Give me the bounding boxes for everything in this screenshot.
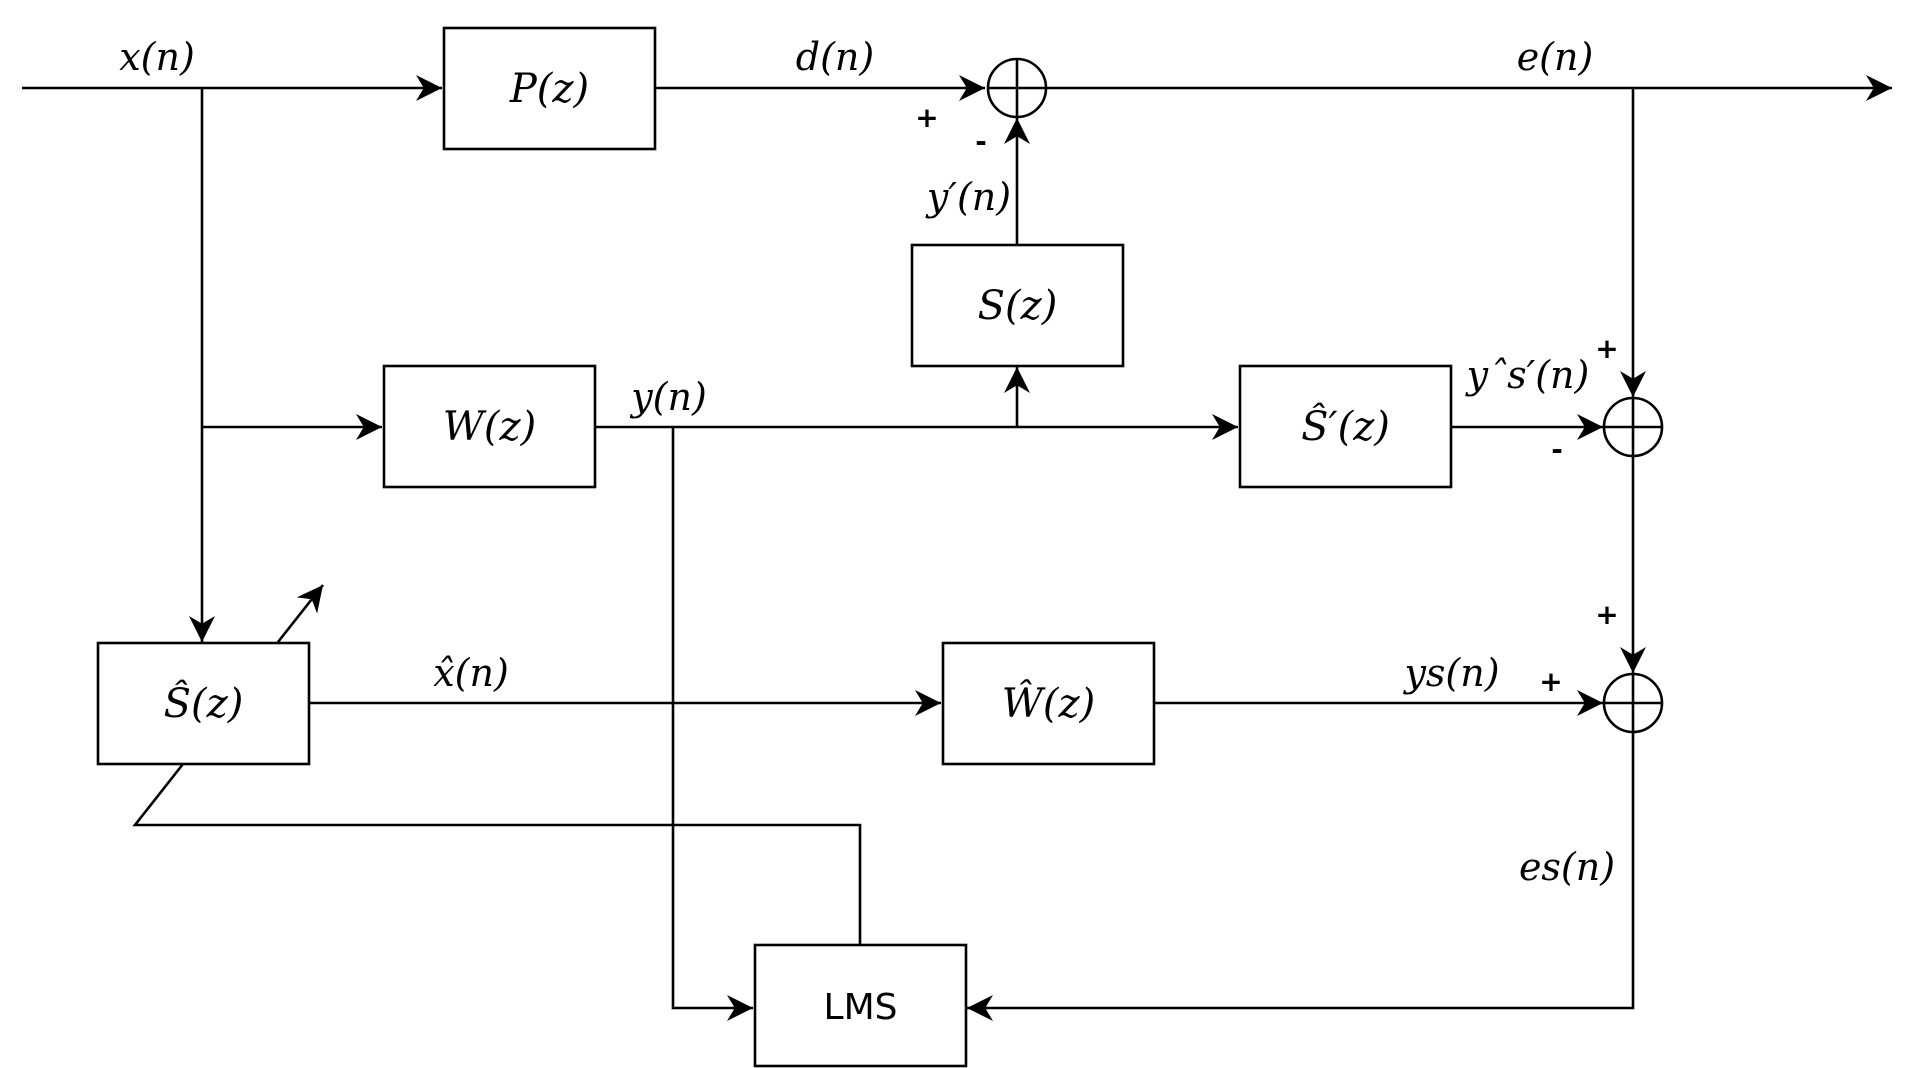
label-e-s: es(n) <box>1519 845 1615 889</box>
label-x-hat: x̂(n) <box>433 651 509 695</box>
summing-junction-1 <box>986 57 1048 119</box>
block-s-hat-prime-label: Ŝ′(z) <box>1301 403 1390 450</box>
sign-sum1-minus: - <box>975 125 987 158</box>
block-w-hat-rect <box>941 641 1156 766</box>
block-s-hat: Ŝ(z) <box>96 641 311 766</box>
block-lms-rect <box>753 943 968 1068</box>
block-w-rect <box>382 364 597 489</box>
wires <box>22 75 1892 1021</box>
block-s: S(z) <box>910 243 1125 368</box>
sign-sum1-plus: + <box>915 101 938 134</box>
sign-sum3-plus-top: + <box>1595 598 1618 631</box>
block-s-label: S(z) <box>978 283 1058 329</box>
wire-y-to-lms <box>671 427 753 1021</box>
label-y-s: ys(n) <box>1402 651 1499 695</box>
wire-lms-adapt <box>132 763 862 947</box>
label-y: y(n) <box>629 375 707 419</box>
summing-junction-3 <box>1602 672 1664 734</box>
block-lms: LMS <box>753 943 968 1068</box>
signal-labels: x(n) d(n) e(n) y′(n) y(n) yˆs′(n) x̂(n) … <box>119 35 1615 889</box>
block-p-rect <box>442 26 657 151</box>
block-s-hat-rect <box>96 641 311 766</box>
adapt-arrow <box>276 584 325 643</box>
block-s-hat-prime-rect <box>1238 364 1453 489</box>
block-s-rect <box>910 243 1125 368</box>
wire-es-to-lms <box>967 733 1635 1021</box>
label-x: x(n) <box>119 35 195 79</box>
block-p: P(z) <box>442 26 657 151</box>
sign-labels: + - + - + + <box>915 101 1618 698</box>
block-w-hat-label: Ŵ(z) <box>1002 680 1095 727</box>
label-y-s-hat: yˆs′(n) <box>1465 353 1590 397</box>
summing-junction-2 <box>1602 396 1664 458</box>
sign-sum2-plus: + <box>1595 332 1618 365</box>
sign-sum2-minus: - <box>1551 433 1563 466</box>
block-w-label: W(z) <box>443 404 536 450</box>
label-y-prime: y′(n) <box>925 175 1011 219</box>
label-e: e(n) <box>1517 35 1594 79</box>
block-p-label: P(z) <box>509 66 589 112</box>
block-w-hat: Ŵ(z) <box>941 641 1156 766</box>
block-lms-label: LMS <box>824 987 898 1028</box>
block-w: W(z) <box>382 364 597 489</box>
block-s-hat-prime: Ŝ′(z) <box>1238 364 1453 489</box>
sign-sum3-plus-left: + <box>1539 665 1562 698</box>
label-d: d(n) <box>796 35 874 79</box>
block-s-hat-label: Ŝ(z) <box>164 680 244 727</box>
